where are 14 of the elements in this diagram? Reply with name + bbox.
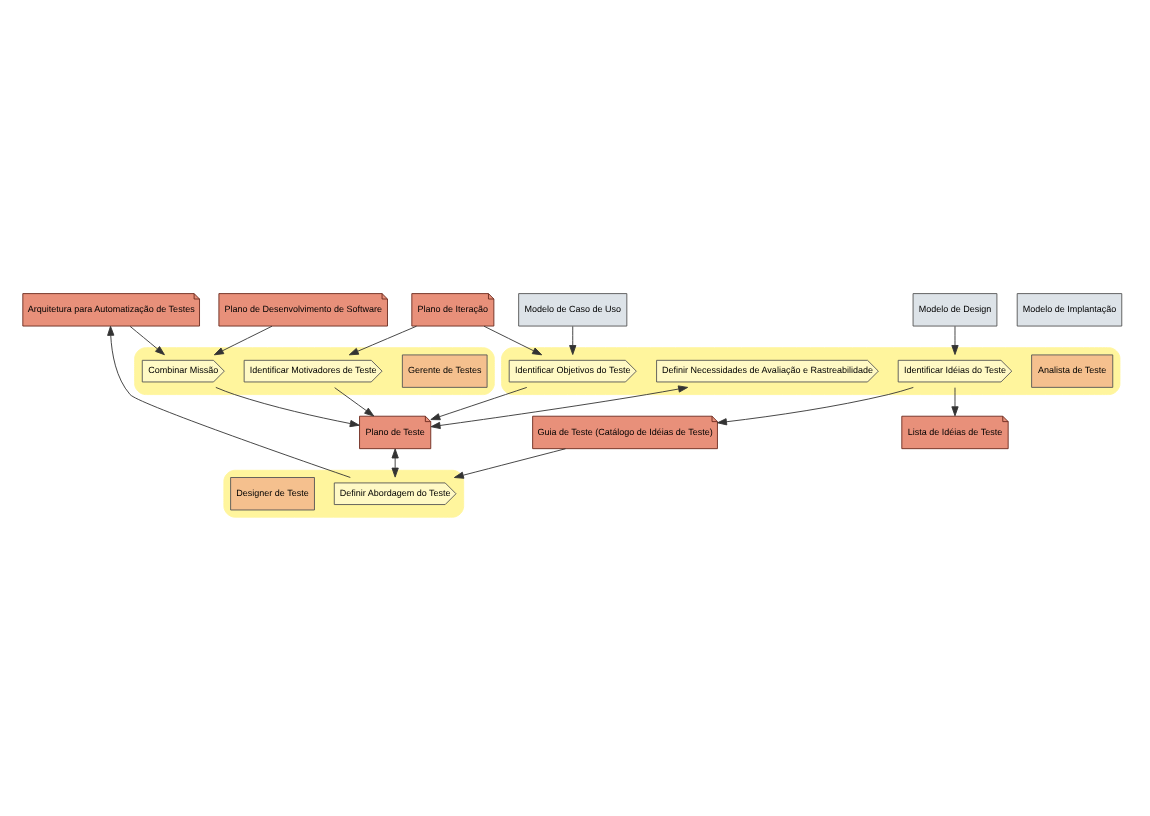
arrow bbox=[129, 324, 165, 355]
arrow bbox=[453, 447, 566, 478]
arrow bbox=[430, 384, 689, 429]
arrow bbox=[348, 324, 417, 355]
arrow bbox=[483, 324, 543, 355]
arrow bbox=[430, 386, 528, 420]
arrow bbox=[334, 386, 375, 416]
arrow bbox=[213, 324, 273, 355]
arrow bbox=[391, 447, 399, 477]
arrow bbox=[569, 324, 577, 354]
arrow bbox=[951, 324, 959, 354]
arrow bbox=[951, 386, 959, 416]
arrow bbox=[215, 385, 360, 427]
arrow bbox=[717, 386, 914, 425]
